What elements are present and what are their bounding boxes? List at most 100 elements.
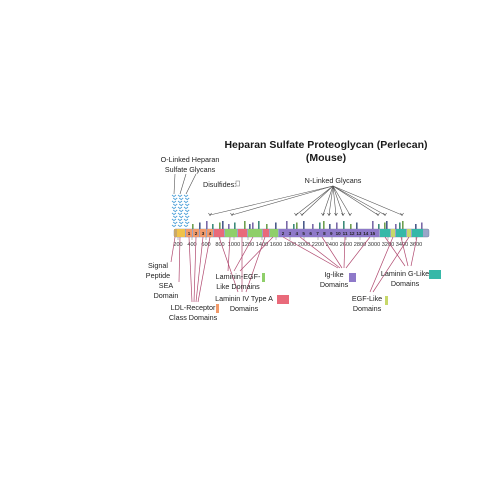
- ig-label-line2: Domains: [320, 280, 349, 289]
- n-linked-arrowhead: [208, 212, 212, 217]
- glycan-chevron: [183, 212, 189, 216]
- ldl-label-line2: Class Domains: [169, 313, 218, 322]
- glycan-chevron: [178, 197, 184, 201]
- glycan-chevron: [171, 212, 177, 216]
- glycan-chevron: [172, 209, 178, 213]
- diagram-title-line1: Heparan Sulfate Proteoglycan (Perlecan): [224, 139, 427, 151]
- axis-tick-label: 2800: [354, 242, 366, 248]
- glycan-stalk: [395, 224, 397, 229]
- ig-domain-number: 12: [349, 231, 355, 236]
- glycan-stalk: [296, 222, 298, 229]
- laminin-iv-segment-1: [214, 229, 224, 237]
- laminin-egf-label-line2: Like Domains: [216, 282, 260, 291]
- glycan-stalk: [234, 222, 236, 229]
- o-linked-label-line2: Sulfate Glycans: [165, 165, 216, 174]
- glycan-stalk: [336, 222, 338, 229]
- ig-legend-swatch: [349, 273, 356, 282]
- laminin-g-label-line2: Domains: [391, 279, 420, 288]
- laminin-iv-segment-3: [263, 229, 269, 237]
- sea-domain-segment: [177, 229, 185, 237]
- n-linked-leader-line: [209, 185, 334, 216]
- n-linked-arrowhead: [341, 212, 345, 217]
- axis-tick-label: 3000: [368, 242, 380, 248]
- axis-tick-label: 1600: [270, 242, 282, 248]
- glycan-stalk: [286, 221, 288, 229]
- glycan-chevron: [177, 224, 183, 228]
- laminin-egf-segment-2: [248, 229, 262, 237]
- n-linked-leader-line: [301, 185, 334, 216]
- ig-domain-number: 15: [370, 231, 376, 236]
- ig-domain-number: 9: [330, 231, 333, 236]
- glycan-chevron: [178, 221, 184, 225]
- glycan-chevron: [171, 218, 177, 222]
- egf-legend-swatch: [385, 296, 388, 305]
- ig-domain-number: 2: [282, 231, 285, 236]
- n-linked-arrowhead: [321, 212, 325, 217]
- glycan-stalk: [350, 224, 352, 229]
- glycan-stalk: [258, 221, 260, 229]
- glycan-stalk: [222, 221, 224, 229]
- glycan-chevron: [172, 221, 178, 225]
- laminin-egf-segment-3: [270, 229, 278, 237]
- n-linked-leader-line: [332, 185, 344, 216]
- glycan-stalk: [303, 221, 305, 229]
- laminin-egf-segment-1: [225, 229, 237, 237]
- ig-domain-number: 5: [302, 231, 305, 236]
- disulfides-label: Disulfides:: [203, 180, 236, 189]
- glycan-chevron: [177, 212, 183, 216]
- glycan-stalk: [206, 221, 208, 229]
- ig-domain-number: 10: [336, 231, 342, 236]
- laminin-g-segment-1: [380, 229, 390, 237]
- glycan-stalk: [384, 222, 386, 229]
- glycan-stalk: [378, 224, 380, 229]
- glycan-chevron: [178, 209, 184, 213]
- glycan-chevron: [184, 215, 190, 219]
- o-linked-glycan-chains: [171, 194, 190, 228]
- n-linked-arrowhead: [294, 212, 298, 217]
- n-linked-leader-line: [231, 185, 334, 216]
- glycan-stalk: [399, 222, 401, 229]
- laminin-iv-label-line2: Domains: [230, 304, 259, 313]
- n-linked-arrowhead: [334, 212, 338, 217]
- ig-domain-number: 7: [316, 231, 319, 236]
- glycan-chevron: [171, 224, 177, 228]
- laminin-egf-legend-swatch: [262, 273, 265, 282]
- glycan-chevron: [172, 197, 178, 201]
- ig-domains-segment: [279, 229, 379, 237]
- n-linked-leader-line: [332, 185, 386, 216]
- egf-segment-1: [391, 229, 395, 237]
- glycan-stalk: [343, 221, 345, 229]
- ldl-domain-number: 2: [195, 231, 198, 236]
- n-linked-arrowhead: [400, 212, 404, 217]
- axis-tick-label: 1800: [284, 242, 296, 248]
- glycan-chevron: [177, 194, 183, 198]
- axis-tick-label: 200: [173, 242, 182, 248]
- glycan-chevron: [177, 200, 183, 204]
- glycan-chevron: [183, 194, 189, 198]
- glycan-chevron: [178, 203, 184, 207]
- laminin-iv-label-line1: Laminin IV Type A: [215, 294, 273, 303]
- glycan-chevron: [183, 200, 189, 204]
- glycan-stalk: [415, 224, 417, 229]
- glycan-stalk: [252, 222, 254, 229]
- ldl-domain-segment-1: [186, 229, 192, 237]
- laminin-egf-label-line1: Laminin-EGF-: [216, 272, 261, 281]
- axis-tick-label: 2600: [340, 242, 352, 248]
- signal-peptide-segment: [174, 229, 177, 237]
- glycan-stalk: [356, 222, 358, 229]
- glycan-chevron: [183, 224, 189, 228]
- laminin-g-legend-swatch: [429, 270, 441, 279]
- axis-tick-label: 800: [215, 242, 224, 248]
- diagram-title-line2: (Mouse): [306, 152, 346, 164]
- o-linked-leader-lines: [173, 173, 197, 195]
- glycan-stalk: [219, 222, 221, 229]
- axis-tick-label: 600: [201, 242, 210, 248]
- n-linked-leader-line: [332, 185, 403, 216]
- ldl-domain-segment-3: [200, 229, 206, 237]
- sea-domain-label-line1: SEA: [159, 281, 174, 290]
- axis-tick-label: 3200: [382, 242, 394, 248]
- glycan-stalk: [319, 222, 321, 229]
